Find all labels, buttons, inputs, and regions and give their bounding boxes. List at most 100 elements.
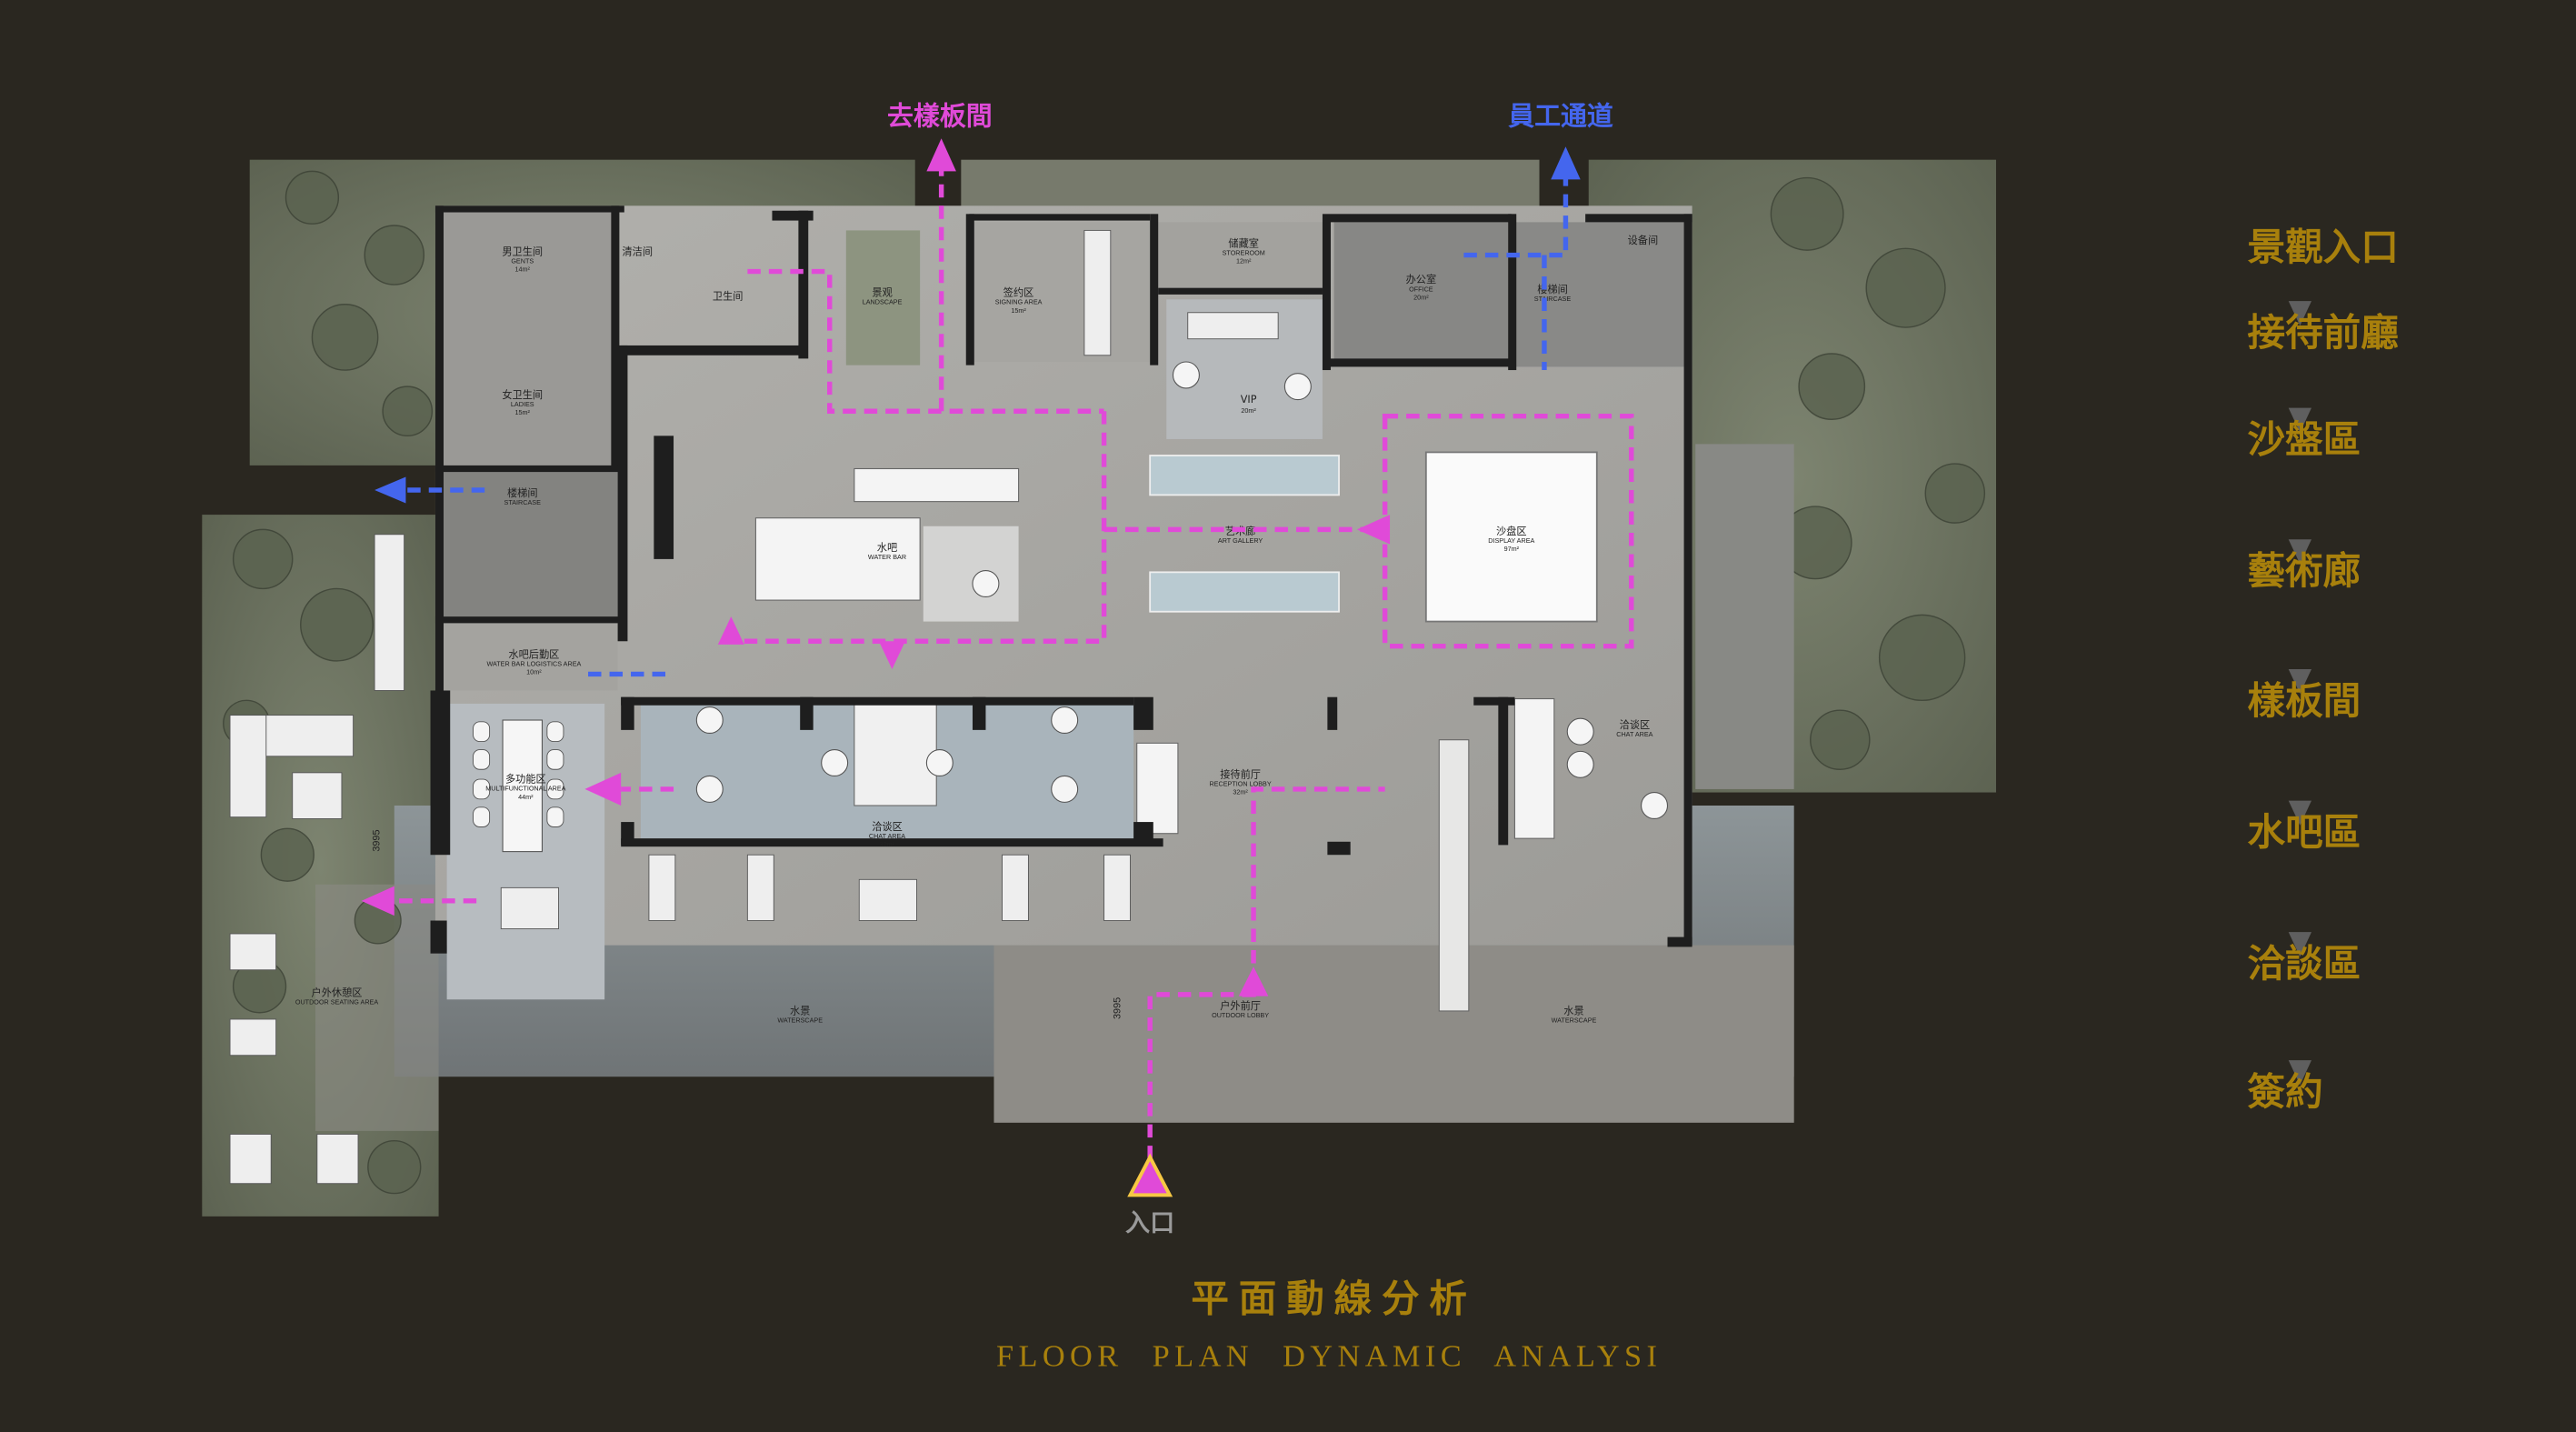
tree-icon [300, 587, 374, 662]
wall-segment [434, 468, 444, 699]
wall-segment [969, 214, 1151, 221]
legend-item: 樣板間 [2248, 678, 2361, 723]
room-name-cn: 签约区 [1003, 286, 1034, 299]
tree-icon [311, 304, 379, 371]
flow-arrow-left-icon [1356, 515, 1391, 545]
room-area: 15m² [515, 408, 531, 416]
room-label: 卫生间 [713, 289, 744, 302]
wall-segment [772, 210, 814, 221]
staff-arrow-up-icon [1551, 146, 1581, 180]
tree-icon [364, 225, 425, 285]
landscape-court [845, 230, 921, 366]
room-name-cn: 办公室 [1406, 273, 1437, 285]
chair-icon [546, 749, 564, 770]
room-name-en: WATER BAR LOGISTICS AREA [486, 659, 581, 667]
furniture-block [229, 715, 267, 818]
chair-icon [546, 721, 564, 742]
room-area: 12m² [1236, 257, 1252, 265]
chair-icon [1283, 373, 1312, 401]
room-name-cn: 洽谈区 [872, 821, 903, 833]
walls [430, 205, 1692, 954]
tree-icon [232, 528, 294, 590]
wall-segment [1327, 696, 1338, 730]
wall-segment [621, 838, 1163, 847]
down-triangle-icon [2288, 301, 2312, 326]
legend-item: 接待前廳 [2248, 310, 2399, 355]
chair-icon [1566, 750, 1594, 778]
tree-icon [382, 386, 434, 437]
room-name-en: SIGNING AREA [995, 298, 1043, 306]
room-name-en: WATERSCAPE [777, 1016, 823, 1025]
wall-segment [800, 696, 814, 730]
wall-segment [1330, 358, 1512, 367]
room-name-cn: 清洁间 [622, 246, 653, 258]
furniture [229, 229, 1669, 1185]
wall-segment [1473, 696, 1515, 706]
room-name-cn: 多功能区 [505, 773, 546, 786]
room-name-en: WATERSCAPE [1552, 1016, 1597, 1025]
wall-segment [1133, 696, 1153, 730]
room-name-cn: 男卫生间 [502, 245, 543, 258]
chair-icon [546, 806, 564, 827]
storeroom [1158, 222, 1323, 292]
room-name-en: MULTIFUNCTIONAL AREA [485, 785, 565, 793]
water-bar-counter [754, 517, 921, 601]
room-name-cn: 楼梯间 [1537, 283, 1568, 295]
to-showroom-label: 去樣板間 [887, 101, 993, 132]
wall-segment [1158, 287, 1323, 295]
room-area: 20m² [1413, 293, 1429, 301]
tree-icon [1798, 353, 1866, 420]
chair-icon [695, 706, 724, 735]
furniture-block [1083, 229, 1112, 356]
room-name-cn: 户外休憩区 [312, 986, 363, 999]
furniture-block [229, 1134, 272, 1185]
wall-segment [1150, 214, 1159, 366]
wall-segment [1508, 214, 1517, 371]
room-name-cn: 水吧后勤区 [508, 648, 559, 660]
room-name-en: LANDSCAPE [863, 298, 903, 306]
tree-icon [367, 1139, 422, 1195]
wall-segment [1133, 822, 1153, 846]
flow-arrow-left-icon [584, 772, 622, 806]
legend-item: 藝術廊 [2248, 548, 2361, 593]
chair-icon [473, 721, 491, 742]
room-name-en: OUTDOOR LOBBY [1212, 1011, 1269, 1019]
tree-icon [260, 827, 315, 882]
wall-segment [1330, 214, 1512, 223]
down-triangle-icon [2288, 668, 2312, 695]
room-name-cn: 沙盘区 [1496, 525, 1527, 537]
entrance-label: 入口 [1125, 1209, 1174, 1237]
room-area: 97m² [1504, 545, 1520, 553]
signing-area [969, 222, 1151, 363]
room-area: 44m² [518, 793, 534, 801]
furniture-block [374, 534, 405, 691]
right-chat-counter [1513, 697, 1555, 839]
room-name-cn: 女卫生间 [502, 388, 543, 401]
wall-segment [434, 465, 624, 473]
legend-item: 洽談區 [2248, 941, 2361, 986]
room-area: 10m² [526, 667, 542, 676]
room-name-en: CHAT AREA [869, 832, 905, 840]
furniture-block [292, 772, 343, 819]
wall-segment [617, 345, 628, 642]
room-name-cn: 水吧 [877, 542, 897, 554]
display-model-table [1424, 451, 1598, 623]
room-area: 32m² [880, 840, 895, 848]
room-name-en: WATER BAR [868, 553, 906, 561]
furniture-block [1187, 312, 1279, 340]
chair-icon [925, 749, 954, 777]
flow-arrow-down-icon [878, 641, 905, 669]
